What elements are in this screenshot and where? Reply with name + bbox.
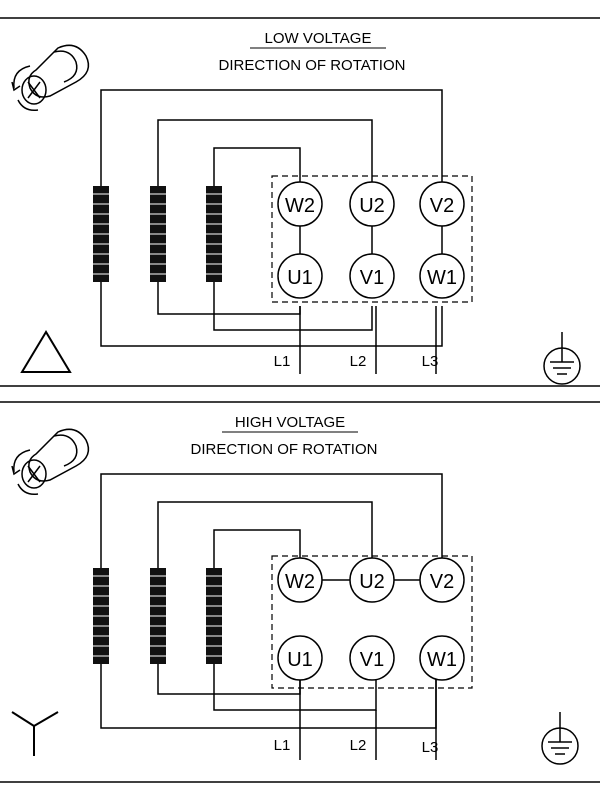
delta-symbol [20, 330, 72, 373]
svg-text:V2: V2 [430, 195, 454, 217]
svg-text:W2: W2 [285, 571, 315, 593]
terminal-w1: W1 [419, 253, 465, 299]
svg-text:W2: W2 [285, 195, 315, 217]
line-label-l1: L1 [274, 737, 291, 754]
star-symbol [11, 711, 59, 756]
ground-icon [543, 332, 581, 385]
line-label-l2: L2 [350, 737, 367, 754]
panel-title: HIGH VOLTAGE [235, 414, 345, 431]
svg-text:V2: V2 [430, 571, 454, 593]
wiring [100, 473, 443, 760]
terminal-v1: V1 [349, 253, 395, 299]
ground-icon [541, 712, 579, 765]
svg-text:U2: U2 [359, 195, 385, 217]
line-label-l3: L3 [422, 353, 439, 370]
high-voltage-panel: HIGH VOLTAGE DIRECTION OF ROTATION [0, 400, 600, 784]
svg-text:U1: U1 [287, 267, 313, 289]
svg-text:V1: V1 [360, 267, 384, 289]
line-label-l3: L3 [422, 739, 439, 756]
svg-text:U2: U2 [359, 571, 385, 593]
terminal-u1: U1 [277, 635, 323, 681]
line-label-l2: L2 [350, 353, 367, 370]
terminal-w2: W2 [277, 557, 323, 603]
rotation-motor-icon [11, 428, 90, 496]
rotation-motor-icon [11, 44, 90, 112]
svg-text:U1: U1 [287, 649, 313, 671]
panel-title: LOW VOLTAGE [265, 30, 372, 47]
panel-subtitle: DIRECTION OF ROTATION [191, 441, 378, 458]
line-label-l1: L1 [274, 353, 291, 370]
svg-text:W1: W1 [427, 267, 457, 289]
svg-text:W1: W1 [427, 649, 457, 671]
terminal-v2: V2 [419, 557, 465, 603]
terminal-box [271, 175, 473, 303]
terminal-w2: W2 [277, 181, 323, 227]
winding-coils [93, 568, 222, 664]
terminal-w1: W1 [419, 635, 465, 681]
terminal-box [271, 555, 473, 689]
terminal-u2: U2 [349, 181, 395, 227]
terminal-u2: U2 [349, 557, 395, 603]
terminal-v1: V1 [349, 635, 395, 681]
winding-coils [93, 186, 222, 282]
panel-subtitle: DIRECTION OF ROTATION [219, 57, 406, 74]
terminal-u1: U1 [277, 253, 323, 299]
svg-text:V1: V1 [360, 649, 384, 671]
low-voltage-panel: LOW VOLTAGE DIRECTION OF ROTATION [0, 14, 600, 398]
terminal-v2: V2 [419, 181, 465, 227]
wiring [100, 89, 443, 374]
